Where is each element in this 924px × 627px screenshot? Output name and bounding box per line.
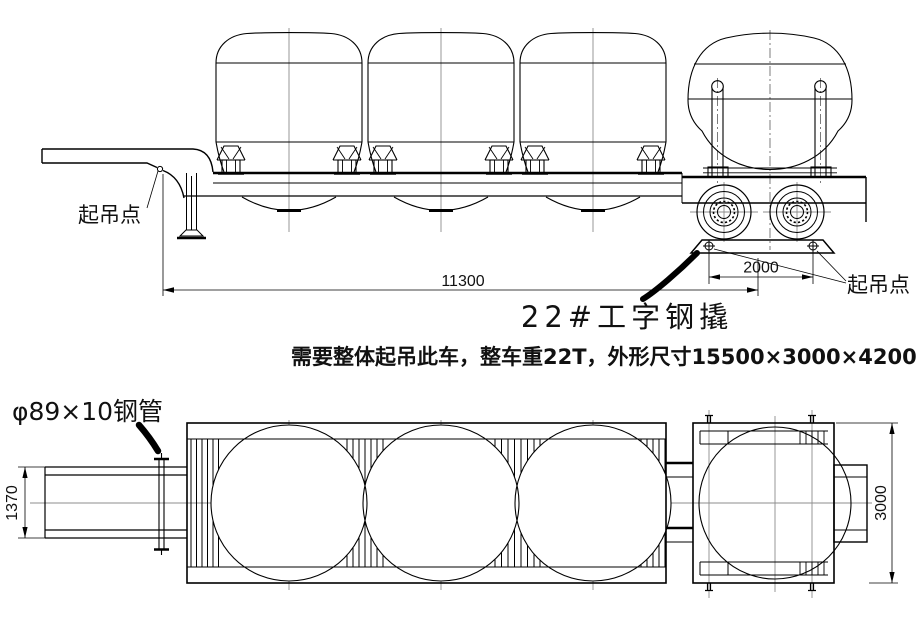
lift-point-left-label: 起吊点 [78, 203, 141, 227]
plan-main-frame [186, 422, 667, 584]
dim-drawbar-width: 1370 [4, 466, 48, 539]
lift-point-right-label: 起吊点 [847, 273, 910, 297]
skid-callout: 22#工字钢撬 [521, 250, 733, 334]
tank-centerlines [288, 28, 594, 232]
pipe-label: φ89×10钢管 [12, 397, 163, 426]
deck-frame [184, 171, 683, 197]
tank-4 [687, 32, 853, 178]
tank-circle-1 [210, 424, 368, 582]
pipe-brush-arrow [135, 421, 162, 455]
tank-circle-2 [362, 424, 520, 582]
plan-view: φ89×10钢管 1370 3000 [4, 397, 898, 598]
dim-overall-width: 3000 [836, 422, 898, 584]
skid-label: 22#工字钢撬 [521, 300, 733, 334]
tank-circle-4 [698, 426, 852, 580]
dim-skid-spacing: 2000 [708, 251, 814, 284]
pipe-callout: φ89×10钢管 [12, 397, 163, 455]
lift-point-right-callout: 起吊点 [713, 248, 910, 297]
tank-circles [210, 424, 672, 582]
lift-point-front-marker [156, 165, 164, 173]
plan-drawbar [44, 466, 187, 539]
plan-neck [666, 461, 693, 543]
tank-circle-masks [211, 425, 671, 581]
tank-circle-3 [514, 424, 672, 582]
dim-label-3000: 3000 [873, 485, 890, 521]
skid-lift-point-left-marker [703, 240, 715, 252]
rear-frame [681, 175, 867, 222]
wheel-front [689, 181, 759, 243]
skid-brush-arrow [640, 250, 700, 302]
plan-rear-bumper [833, 464, 868, 543]
gooseneck [41, 148, 214, 240]
dim-label-2000: 2000 [743, 260, 779, 277]
cross-pipe [154, 453, 169, 555]
lifting-note: 需要整体起吊此车，整车重22T，外形尺寸15500×3000×4200 [291, 345, 917, 369]
lift-point-left-callout: 起吊点 [78, 170, 159, 227]
lift-pin-marks [705, 414, 816, 592]
skid [689, 239, 836, 254]
dim-label-1370: 1370 [4, 485, 21, 521]
wheel-rear [762, 181, 832, 243]
side-view: 11300 2000 起吊点 起吊点 22#工字钢撬 [41, 28, 910, 334]
skid-lift-point-right-marker [807, 240, 819, 252]
dim-label-11300: 11300 [441, 273, 484, 290]
